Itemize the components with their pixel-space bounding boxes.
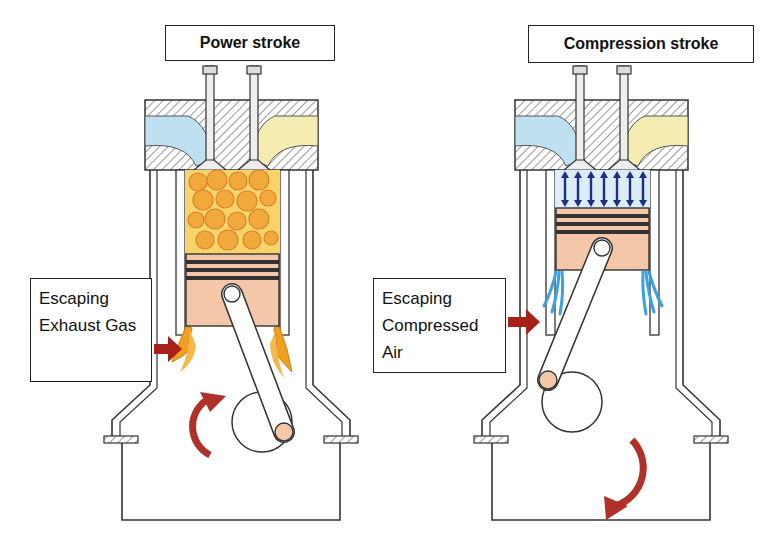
title-box: Power stroke (165, 25, 335, 61)
label-text: Escaping Exhaust Gas (39, 285, 143, 339)
callout-box: Escaping Compressed Air (373, 278, 506, 373)
title-box: Compression stroke (528, 25, 754, 63)
label-text: Power stroke (200, 34, 300, 52)
label-text: Compression stroke (564, 35, 719, 53)
callout-box: Escaping Exhaust Gas (30, 278, 152, 382)
label-text: Escaping Compressed Air (382, 285, 497, 366)
